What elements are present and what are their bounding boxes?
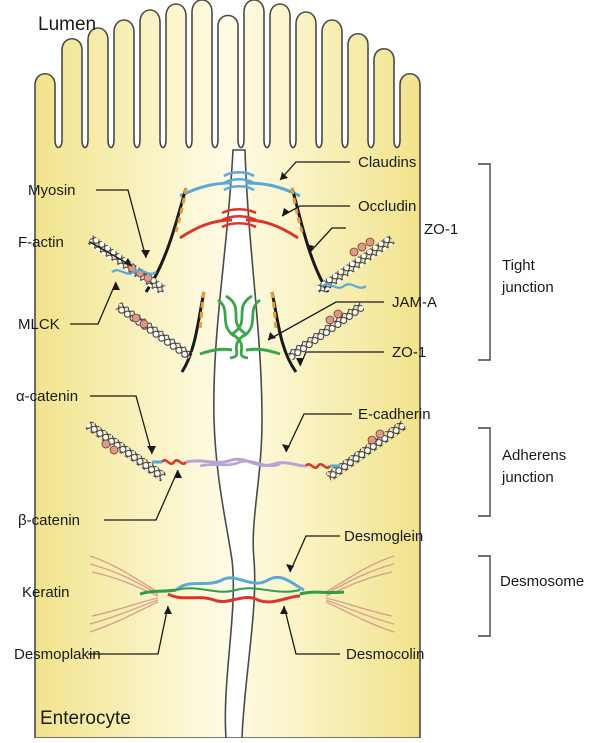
tight-junction-label-line2: junction xyxy=(501,279,554,296)
f-actin-label: F-actin xyxy=(18,234,64,251)
occludin-label: Occludin xyxy=(358,198,416,215)
zo1-upper-label: ZO-1 xyxy=(424,221,458,238)
jam-a-label: JAM-A xyxy=(392,294,437,311)
tight-junction-bracket xyxy=(478,164,490,360)
desmosome-bracket xyxy=(478,556,490,636)
desmoplakin-right xyxy=(300,592,344,594)
alpha-catenin-label: α-catenin xyxy=(16,388,78,405)
claudins-label: Claudins xyxy=(358,154,416,171)
desmosome-label: Desmosome xyxy=(500,573,584,590)
mlck-label: MLCK xyxy=(18,316,60,333)
desmoglein-label: Desmoglein xyxy=(344,528,423,545)
adherens-junction-label-line2: junction xyxy=(501,469,554,486)
lumen-label: Lumen xyxy=(38,14,96,35)
e-cadherin-label: E-cadherin xyxy=(358,406,431,423)
desmoplakin-label: Desmoplakin xyxy=(14,646,101,663)
desmocolin-label: Desmocolin xyxy=(346,646,424,663)
keratin-label: Keratin xyxy=(22,584,70,601)
tight-junction-label-line1: Tight xyxy=(502,257,536,274)
enterocyte-label: Enterocyte xyxy=(40,708,131,729)
adherens-junction-label-line1: Adherens xyxy=(502,447,566,464)
zo1-lower-label: ZO-1 xyxy=(392,344,426,361)
beta-catenin-label: β-catenin xyxy=(18,512,80,529)
adherens-junction-bracket xyxy=(478,428,490,516)
myosin-label: Myosin xyxy=(28,182,76,199)
